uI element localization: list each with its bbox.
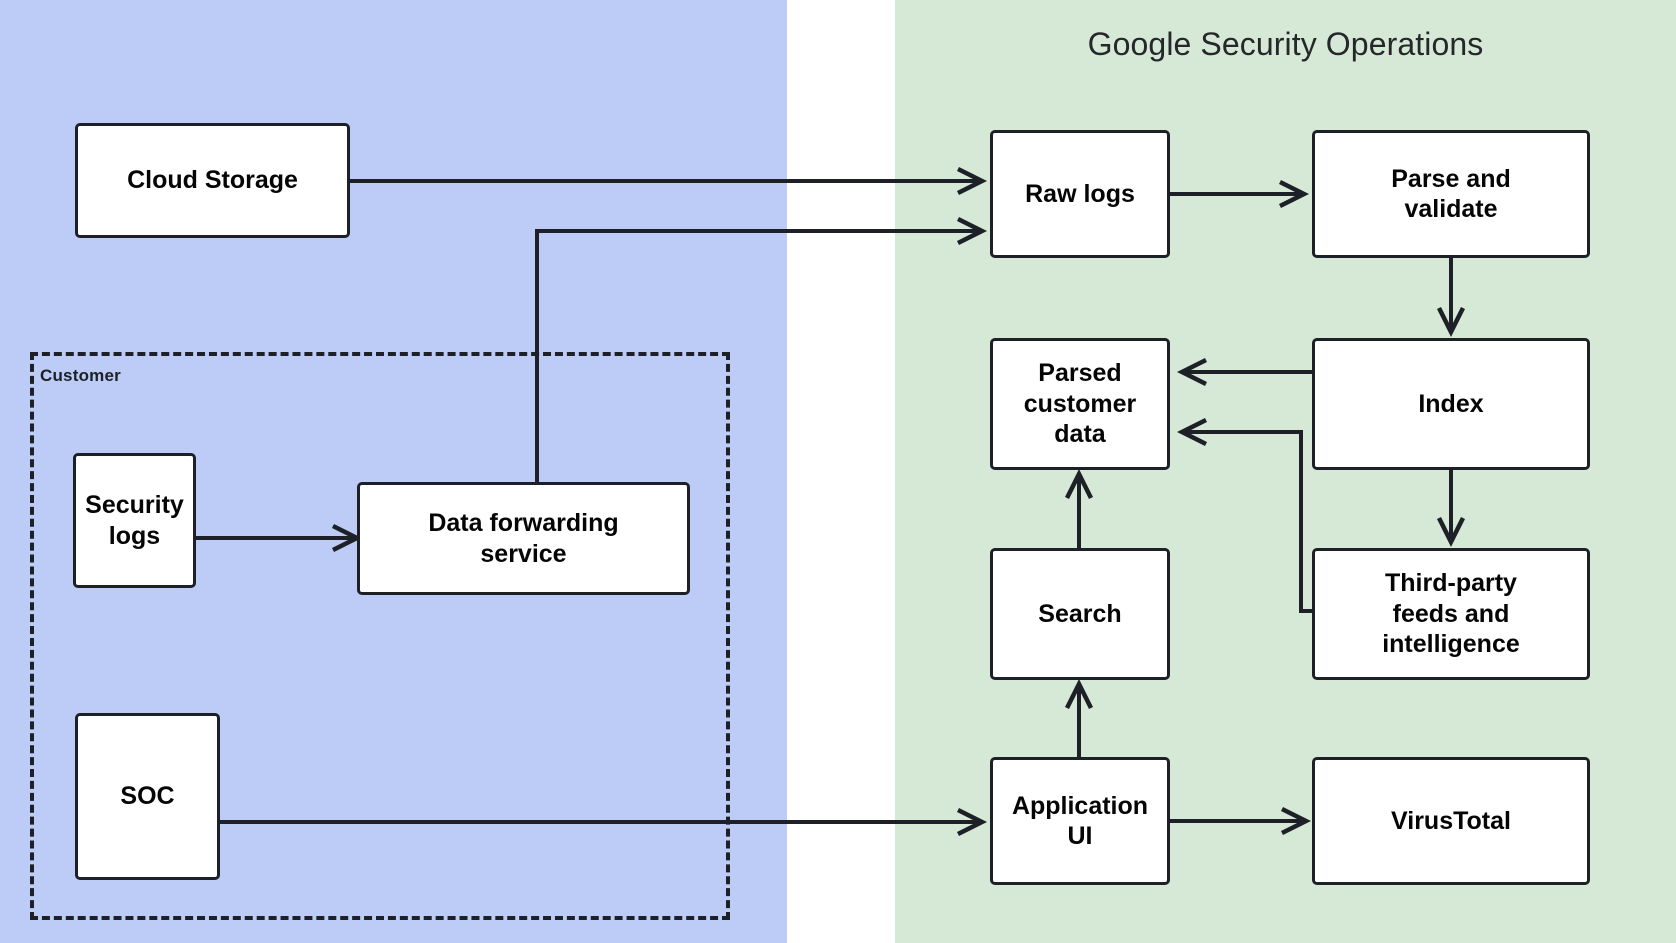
node-parse-and-validate-line2: validate — [1404, 195, 1498, 223]
node-third-party-feeds-label: Third-party feeds and intelligence — [1382, 568, 1520, 660]
node-parse-and-validate[interactable]: Parse and validate — [1312, 130, 1590, 258]
node-security-logs[interactable]: Security logs — [73, 453, 196, 588]
google-security-operations-title: Google Security Operations — [1087, 26, 1484, 62]
node-parsed-customer-data-line2: customer — [1023, 389, 1137, 418]
node-index[interactable]: Index — [1312, 338, 1590, 470]
node-parse-and-validate-line1: Parse and — [1391, 164, 1511, 193]
customer-group-label: Customer — [40, 366, 121, 385]
node-application-ui[interactable]: Application UI — [990, 757, 1170, 885]
node-virustotal[interactable]: VirusTotal — [1312, 757, 1590, 885]
node-raw-logs[interactable]: Raw logs — [990, 130, 1170, 258]
node-security-logs-line2: logs — [108, 521, 161, 550]
node-third-party-feeds-and-intelligence[interactable]: Third-party feeds and intelligence — [1312, 548, 1590, 680]
node-parsed-customer-data[interactable]: Parsed customer data — [990, 338, 1170, 470]
node-data-forwarding-service-label: Data forwarding service — [428, 508, 618, 569]
node-parsed-customer-data-line3: data — [1054, 420, 1106, 449]
node-third-party-feeds-line1: Third-party — [1385, 569, 1517, 598]
node-soc[interactable]: SOC — [75, 713, 220, 880]
node-third-party-feeds-line2: feeds and — [1392, 599, 1510, 628]
node-parsed-customer-data-label: Parsed customer data — [1024, 358, 1137, 450]
node-security-logs-label: Security logs — [85, 490, 184, 551]
node-security-logs-line1: Security — [85, 491, 184, 519]
node-data-forwarding-service-line2: service — [480, 539, 567, 568]
node-parsed-customer-data-line1: Parsed — [1038, 359, 1122, 388]
customer-group-boundary — [30, 352, 730, 920]
node-parse-and-validate-label: Parse and validate — [1391, 164, 1511, 225]
node-search[interactable]: Search — [990, 548, 1170, 680]
node-cloud-storage[interactable]: Cloud Storage — [75, 123, 350, 238]
node-third-party-feeds-line3: intelligence — [1382, 630, 1520, 659]
node-data-forwarding-service[interactable]: Data forwarding service — [357, 482, 690, 595]
node-data-forwarding-service-line1: Data forwarding — [428, 509, 619, 537]
